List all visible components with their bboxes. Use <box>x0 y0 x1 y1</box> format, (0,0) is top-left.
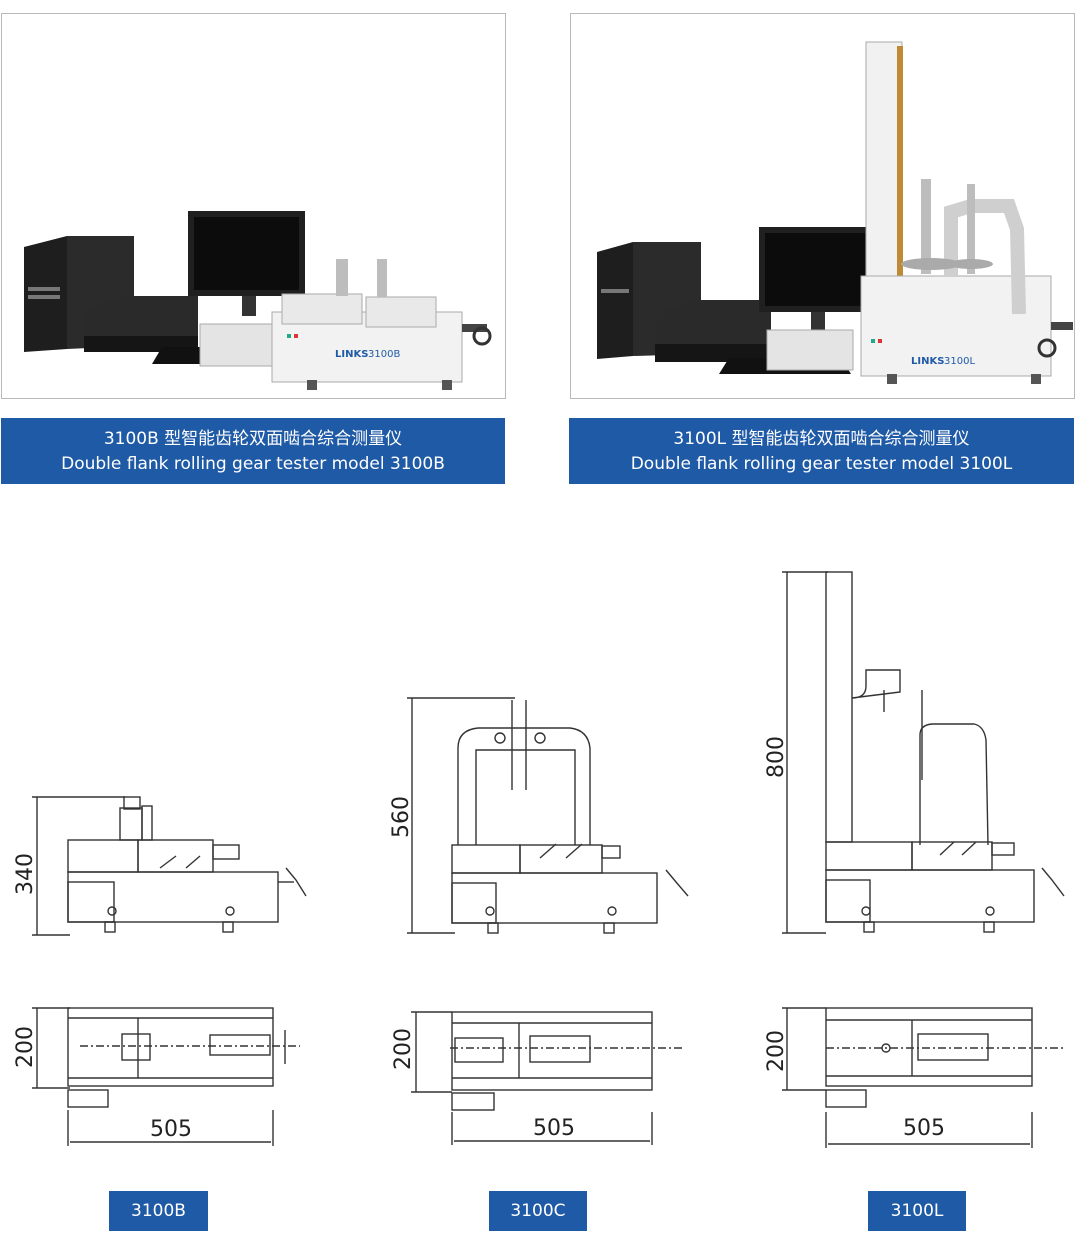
caption-chinese: 3100B 型智能齿轮双面啮合综合测量仪 <box>103 429 403 449</box>
drawing-3100l-side <box>782 571 1065 934</box>
model-tag-3100c: 3100C <box>489 1191 587 1231</box>
caption-english: Double flank rolling gear tester model 3… <box>630 454 1013 474</box>
model-tag-3100l: 3100L <box>868 1191 966 1231</box>
dim-height-3100l: 800 <box>764 736 789 778</box>
caption-chinese: 3100L 型智能齿轮双面啮合综合测量仪 <box>673 429 970 449</box>
dim-height-3100b: 340 <box>13 853 38 895</box>
dim-depth-3100b: 200 <box>13 1026 38 1068</box>
machine-model-label: 3100B <box>368 349 400 360</box>
machine-brand-label: LINKS <box>335 349 368 360</box>
product-photo-3100b: LINKS 3100B <box>1 13 506 399</box>
product-photo-3100l: LINKS 3100L <box>570 13 1075 399</box>
dim-width-3100b: 505 <box>150 1117 192 1142</box>
machine-model-label: 3100L <box>944 356 975 367</box>
dim-depth-3100c: 200 <box>391 1028 416 1070</box>
dim-height-3100c: 560 <box>389 796 414 838</box>
dim-depth-3100l: 200 <box>764 1030 789 1072</box>
model-tag-3100b: 3100B <box>109 1191 208 1231</box>
product-caption-3100b: 3100B 型智能齿轮双面啮合综合测量仪 Double flank rollin… <box>1 418 505 484</box>
drawing-3100b-top <box>32 1007 300 1146</box>
machine-brand-label: LINKS <box>911 356 944 367</box>
product-caption-3100l: 3100L 型智能齿轮双面啮合综合测量仪 Double flank rollin… <box>569 418 1074 484</box>
dim-width-3100l: 505 <box>903 1116 945 1141</box>
drawing-3100l-top <box>782 1007 1064 1148</box>
drawing-3100b-side <box>32 796 307 936</box>
drawing-3100c-top <box>411 1011 685 1145</box>
drawing-3100c-side <box>407 697 689 934</box>
caption-english: Double flank rolling gear tester model 3… <box>61 454 445 474</box>
dim-width-3100c: 505 <box>533 1116 575 1141</box>
